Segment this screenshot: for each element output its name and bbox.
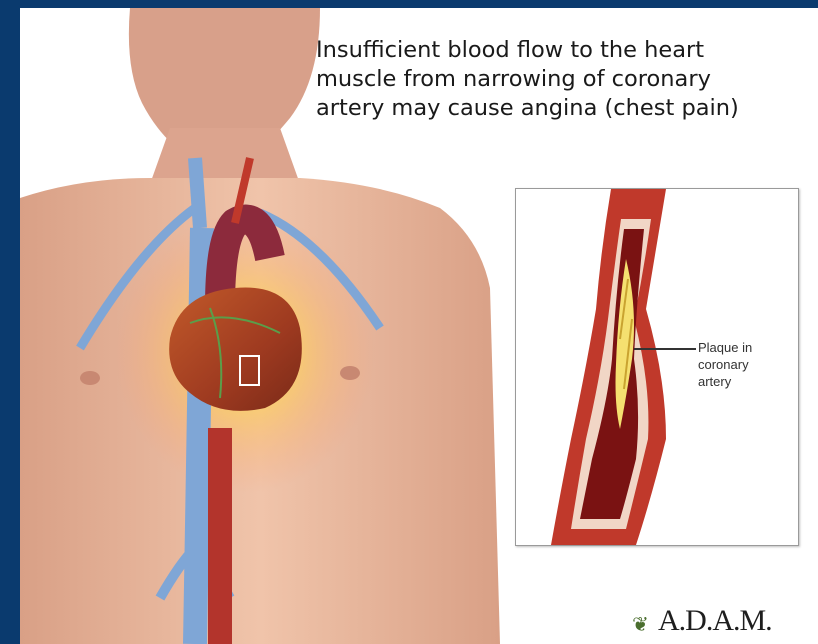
artery-inset: Plaque in coronary artery — [515, 188, 799, 546]
leaf-icon: ❦ — [632, 612, 649, 636]
nipple-left — [80, 371, 100, 385]
nipple-right — [340, 366, 360, 380]
artery-illustration — [516, 189, 798, 545]
jugular — [195, 158, 200, 228]
plaque-label-line-3: artery — [698, 373, 752, 390]
adam-logo: A.D.A.M. — [658, 604, 772, 638]
plaque-label: Plaque in coronary artery — [698, 339, 752, 390]
plaque-label-line-1: Plaque in — [698, 339, 752, 356]
vena-cava — [195, 228, 202, 644]
caption-line-2: muscle from narrowing of coronary — [316, 65, 816, 94]
plaque-label-line-2: coronary — [698, 356, 752, 373]
caption-line-1: Insufficient blood flow to the heart — [316, 36, 816, 65]
caption-line-3: artery may cause angina (chest pain) — [316, 94, 816, 123]
label-leader-line — [634, 348, 696, 350]
caption: Insufficient blood flow to the heart mus… — [316, 36, 816, 123]
